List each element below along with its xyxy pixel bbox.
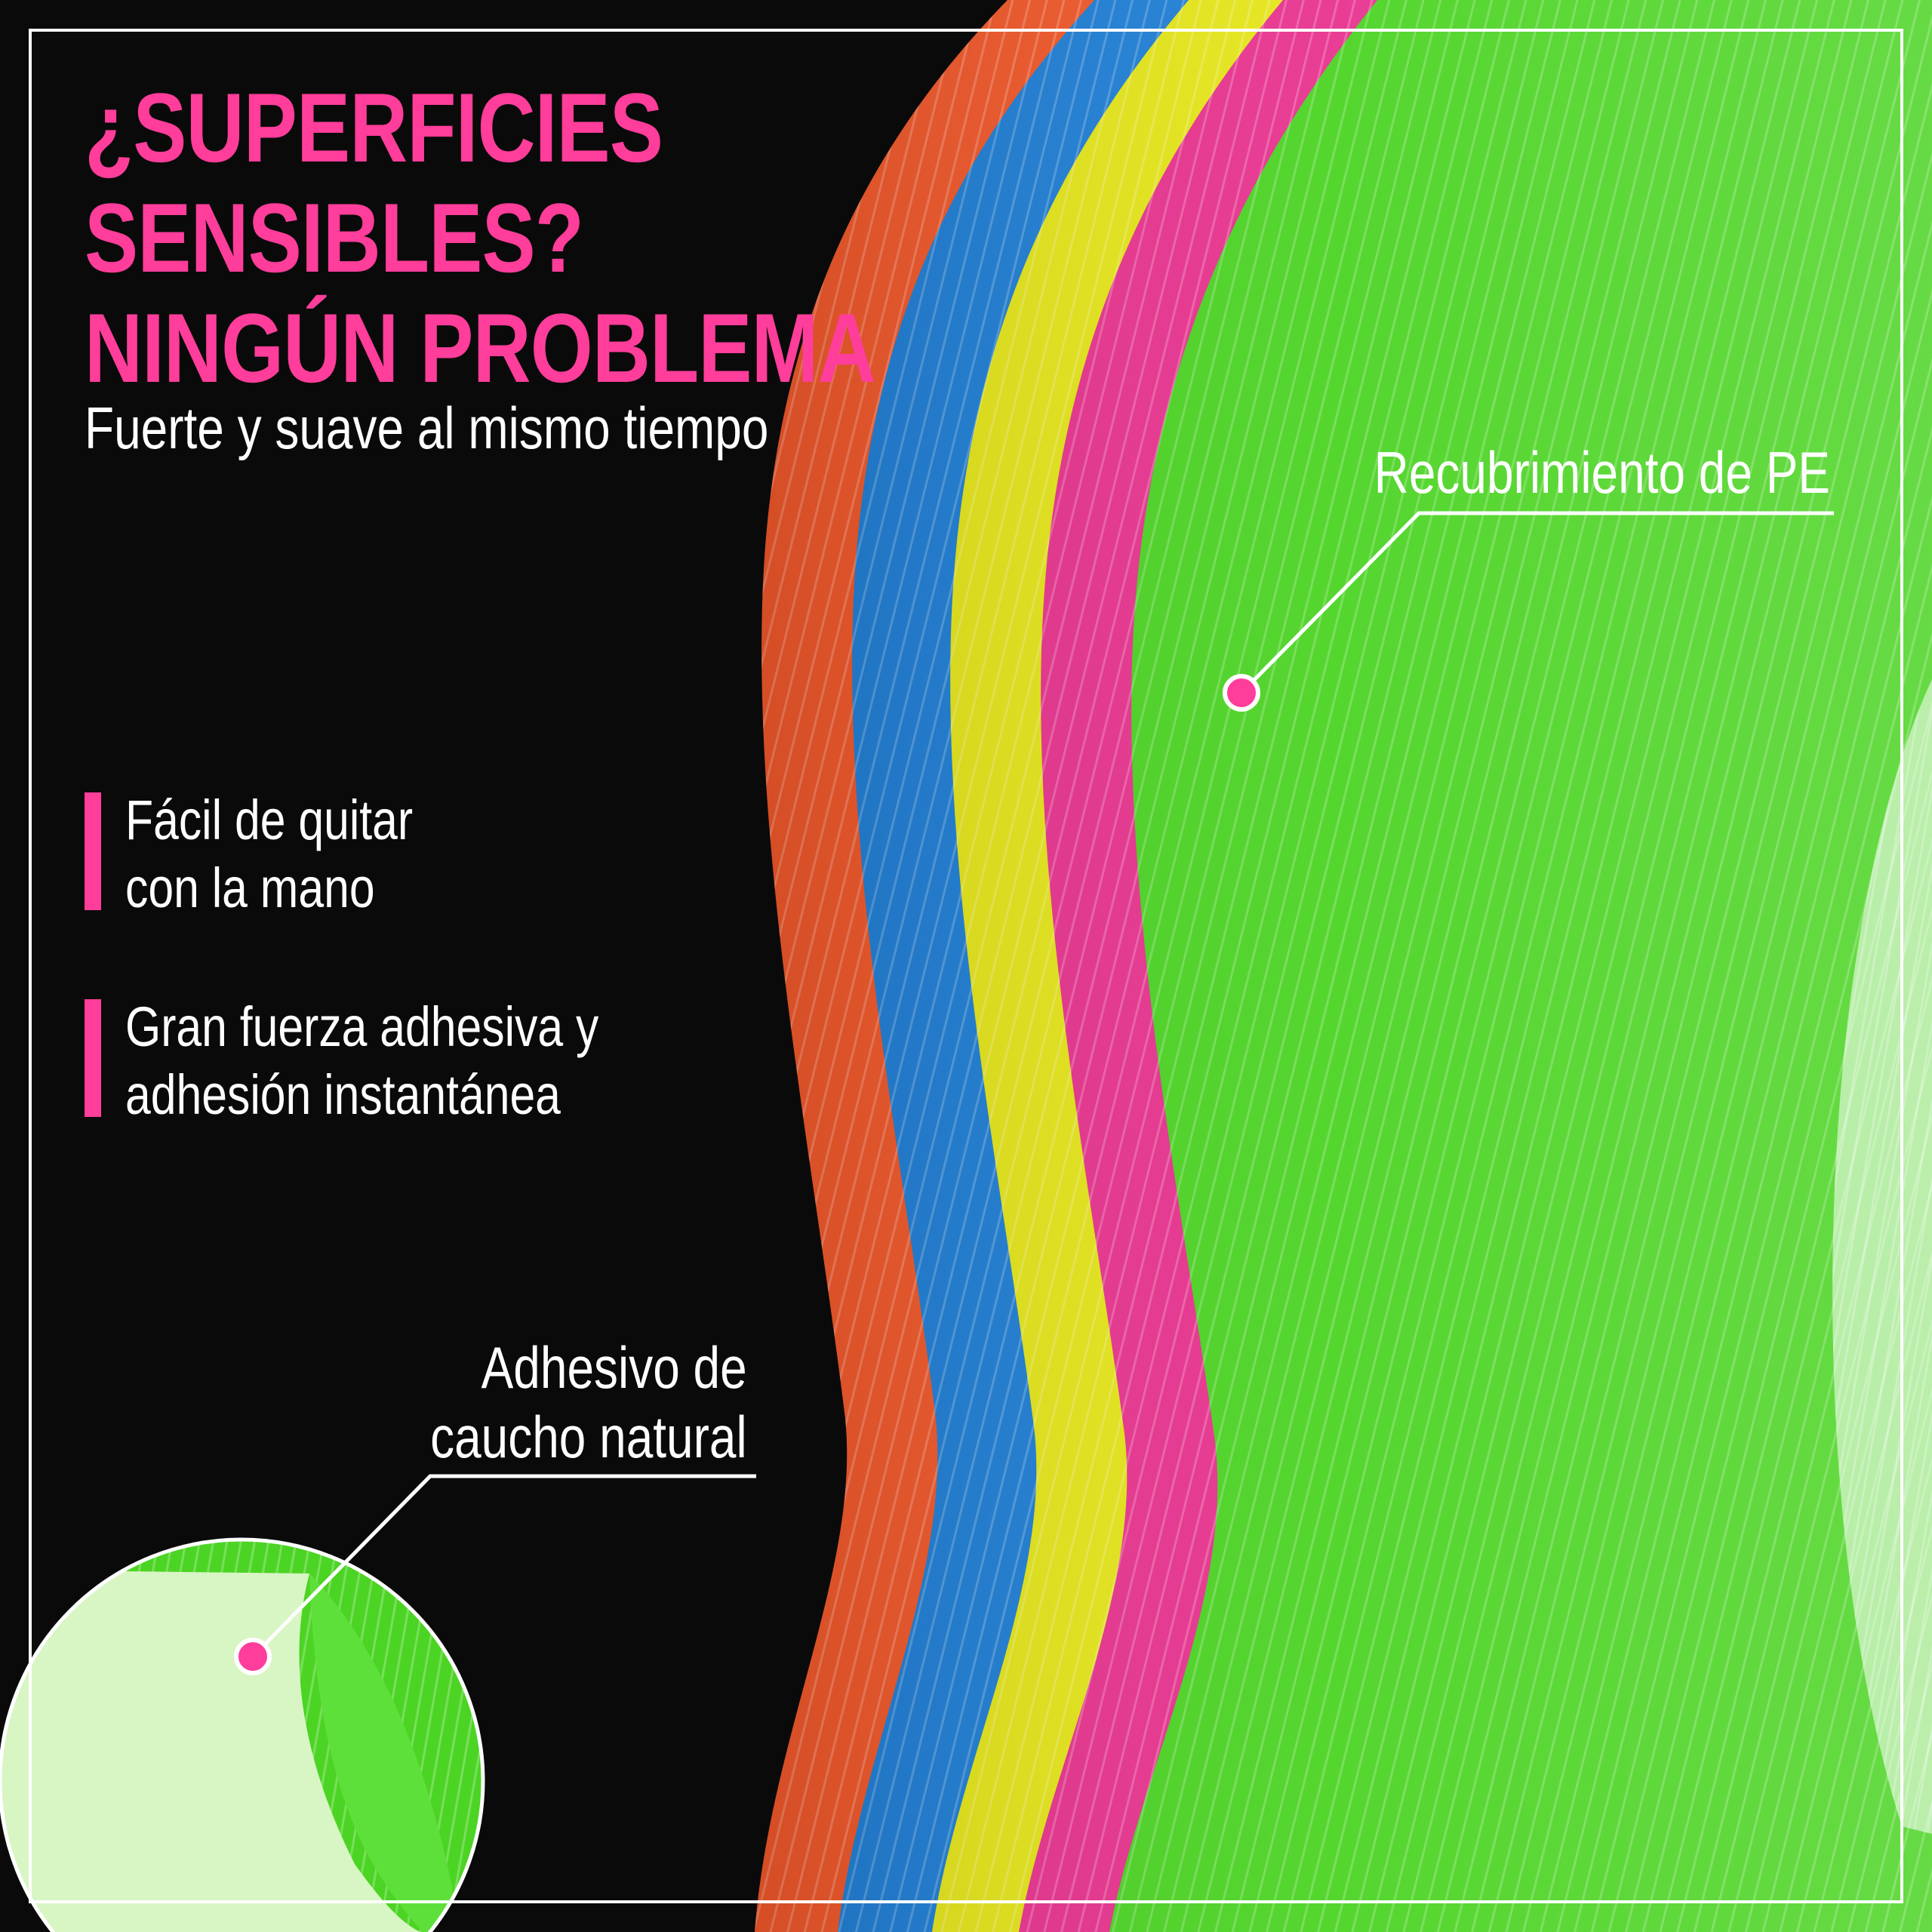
feature-bullet-bar xyxy=(85,999,101,1117)
adhesive-label-line: caucho natural xyxy=(430,1404,747,1470)
coating-label-line: Recubrimiento de PE xyxy=(1374,439,1830,506)
adhesive-label: Adhesivo de caucho natural xyxy=(430,1333,747,1472)
peeled-tape-corner xyxy=(0,1570,453,1932)
headline-line-2: SENSIBLES? xyxy=(85,183,584,293)
headline-line-3: NINGÚN PROBLEMA xyxy=(85,293,876,403)
tape-core-texture xyxy=(1832,679,1932,1834)
feature-line: adhesión instantánea xyxy=(125,1063,561,1126)
adhesive-zoom-circle xyxy=(0,1537,485,1932)
subtitle: Fuerte y suave al mismo tiempo xyxy=(85,395,769,461)
headline: ¿SUPERFICIES SENSIBLES? NINGÚN PROBLEMA xyxy=(85,72,951,403)
coating-callout xyxy=(1223,511,1834,712)
feature-bullet-bar xyxy=(85,792,101,910)
feature-text: Gran fuerza adhesiva y adhesión instantá… xyxy=(125,993,598,1129)
coating-label: Recubrimiento de PE xyxy=(1374,438,1830,507)
adhesive-callout xyxy=(234,1474,756,1675)
peeled-tape-backside xyxy=(309,1574,460,1932)
feature-text: Fácil de quitar con la mano xyxy=(125,786,413,922)
feature-line: Gran fuerza adhesiva y xyxy=(125,995,599,1058)
tape-shading xyxy=(755,0,1932,1932)
headline-line-1: ¿SUPERFICIES xyxy=(85,72,663,183)
adhesive-label-line: Adhesivo de xyxy=(481,1334,747,1401)
adhesive-marker-dot xyxy=(234,1638,272,1675)
feature-line: con la mano xyxy=(125,857,375,919)
feature-line: Fácil de quitar xyxy=(125,789,414,851)
coating-marker-dot xyxy=(1223,674,1260,712)
